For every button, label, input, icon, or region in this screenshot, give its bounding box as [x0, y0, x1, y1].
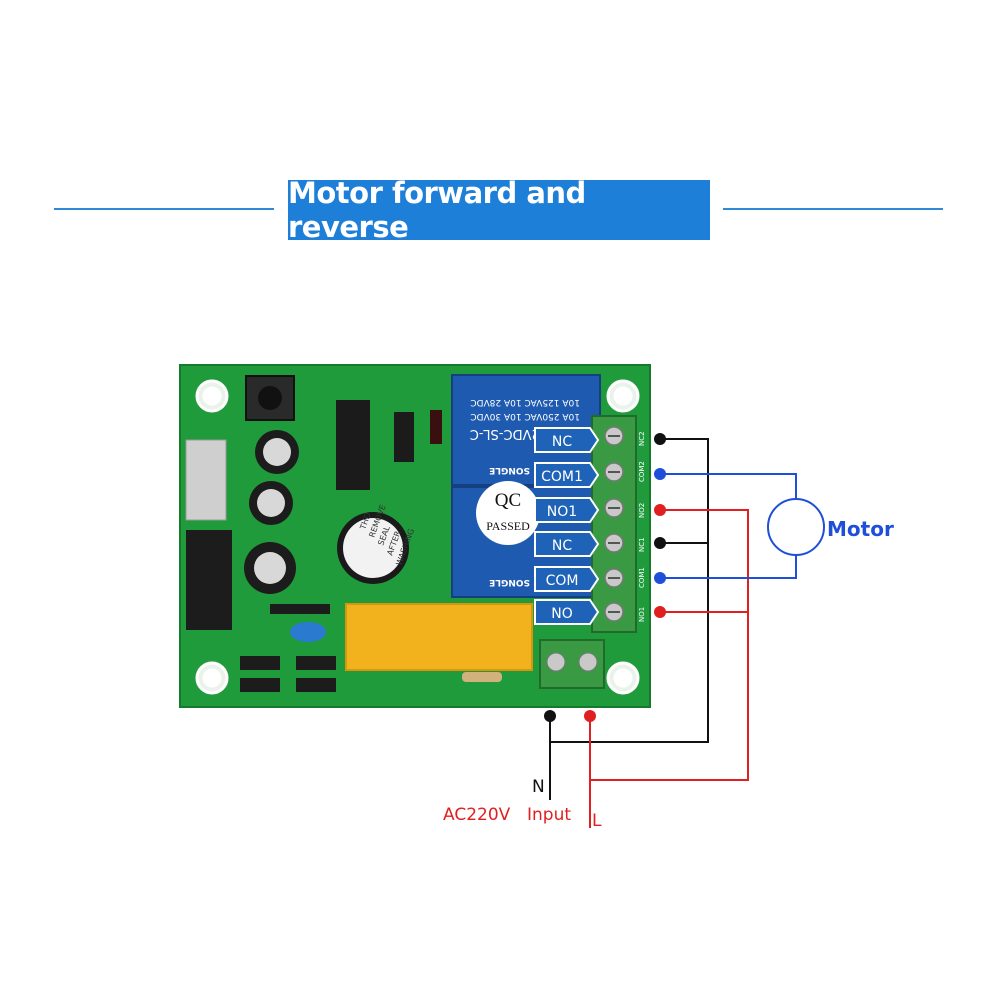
terminal-tag-no1: NO1 — [534, 497, 600, 523]
qc-passed-text: PASSED — [486, 519, 530, 533]
wiring — [549, 438, 797, 828]
varistor — [290, 622, 326, 642]
title-rule-right — [723, 208, 943, 210]
connection-dots — [544, 433, 666, 722]
wire-red-no1 — [590, 509, 749, 781]
terminal-side-label: COM1 — [638, 567, 646, 588]
ac-input-voltage: AC220V — [443, 805, 511, 825]
wire-black-nc2 — [550, 438, 709, 743]
page-title: Motor forward and reverse — [288, 176, 710, 244]
terminal-tag-label: NO — [551, 606, 573, 622]
terminal-screws — [604, 426, 624, 622]
rf-module — [186, 530, 232, 630]
resistor — [462, 672, 502, 682]
terminal-tag-label: COM1 — [541, 469, 583, 485]
motor-label: Motor — [827, 517, 894, 541]
wire-blue-com1 — [660, 473, 797, 500]
relay-top-rating: 10A 250VAC 10A 30VDC — [470, 411, 580, 421]
qc-sticker: QC PASSED — [476, 481, 540, 545]
relay-top-rating: 10A 125VAC 10A 28VDC — [470, 397, 580, 407]
ac-input-label: Input — [527, 805, 571, 825]
terminal-tag-nc2: NC — [534, 427, 600, 453]
terminal-tag-label: COM — [546, 573, 579, 589]
motor-symbol — [767, 498, 825, 556]
smd-diodes — [240, 656, 336, 692]
terminal-tag-no: NO — [534, 599, 600, 625]
live-label: L — [592, 811, 602, 831]
terminal-tag-com1: COM1 — [534, 462, 600, 488]
terminal-side-label: NO2 — [638, 503, 646, 518]
wire-blue-com — [660, 555, 797, 579]
relay-top-brand: SONGLE — [489, 465, 530, 475]
qc-text: QC — [495, 490, 521, 511]
terminal-tags: NC COM1 NO1 NC COM NO — [534, 427, 600, 625]
mounting-holes — [195, 379, 640, 695]
terminal-side-label: COM2 — [638, 461, 646, 482]
relay-bottom-brand: SONGLE — [489, 577, 530, 587]
terminal-tag-nc1: NC — [534, 531, 600, 557]
capacitors — [244, 430, 299, 594]
terminal-tag-label: NO1 — [547, 504, 577, 520]
terminal-side-label: NC1 — [638, 537, 646, 552]
title-rule-left — [54, 208, 274, 210]
neutral-label: N — [532, 777, 545, 797]
terminal-side-label: NO1 — [638, 607, 646, 622]
terminal-block — [591, 415, 637, 633]
diode — [270, 604, 330, 614]
terminal-side-label: NC2 — [638, 431, 646, 446]
x2-capacitor — [345, 603, 533, 671]
ic-chip — [336, 400, 370, 490]
terminal-tag-label: NC — [552, 434, 572, 450]
terminal-tag-label: NC — [552, 538, 572, 554]
crystal-oscillator — [185, 439, 227, 521]
terminal-tag-com: COM — [534, 566, 600, 592]
ic-chip-small — [394, 412, 414, 462]
